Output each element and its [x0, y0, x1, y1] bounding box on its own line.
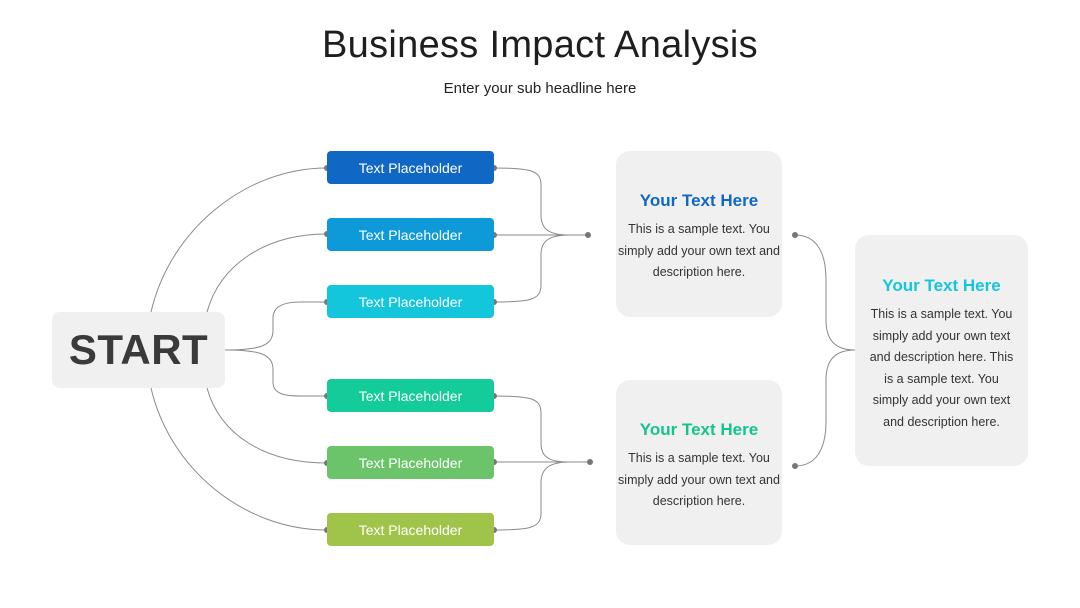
pill-5: Text Placeholder [327, 446, 494, 479]
connector-start-pill-1 [150, 167, 328, 313]
card-bottom-body: This is a sample text. You simply add yo… [618, 451, 780, 508]
pill-3-label: Text Placeholder [358, 293, 463, 310]
connector-start-pill-4 [224, 349, 327, 397]
card-bottom: Your Text Here This is a sample text. Yo… [616, 380, 782, 545]
node-dot [585, 232, 591, 238]
connector-pill-3-merge [493, 234, 588, 303]
node-dot [792, 232, 798, 238]
card-bottom-title: Your Text Here [639, 420, 759, 439]
page-title: Business Impact Analysis [322, 24, 758, 66]
card-right-title: Your Text Here [882, 276, 1001, 295]
pill-6-label: Text Placeholder [358, 521, 463, 538]
pill-4-label: Text Placeholder [358, 387, 463, 404]
pill-6: Text Placeholder [327, 513, 494, 546]
connector-start-pill-3 [224, 301, 327, 351]
card-right-body: This is a sample text. You simply add yo… [869, 307, 1014, 429]
card-top-body: This is a sample text. You simply add yo… [618, 222, 780, 279]
connector-pill-1-merge [493, 167, 588, 236]
pill-1-label: Text Placeholder [358, 159, 463, 176]
connector-pill-6-merge [493, 461, 590, 531]
pill-1: Text Placeholder [327, 151, 494, 184]
connector-top-card-right [794, 234, 856, 351]
pill-4: Text Placeholder [327, 379, 494, 412]
connector-start-pill-2 [206, 233, 328, 313]
page-subtitle: Enter your sub headline here [443, 80, 637, 97]
card-top: Your Text Here This is a sample text. Yo… [616, 151, 782, 317]
connector-pill-4-merge [493, 395, 590, 463]
pill-3: Text Placeholder [327, 285, 494, 318]
pill-2-label: Text Placeholder [358, 226, 463, 243]
node-dot [792, 463, 798, 469]
card-top-title: Your Text Here [639, 191, 759, 210]
node-dot [587, 459, 593, 465]
connector-start-pill-5 [206, 387, 328, 464]
connector-bottom-card-right [794, 349, 856, 467]
start-node: START [52, 312, 225, 388]
pill-2: Text Placeholder [327, 218, 494, 251]
connector-start-pill-6 [150, 387, 328, 531]
pill-5-label: Text Placeholder [358, 454, 463, 471]
card-right: Your Text Here This is a sample text. Yo… [855, 235, 1028, 466]
